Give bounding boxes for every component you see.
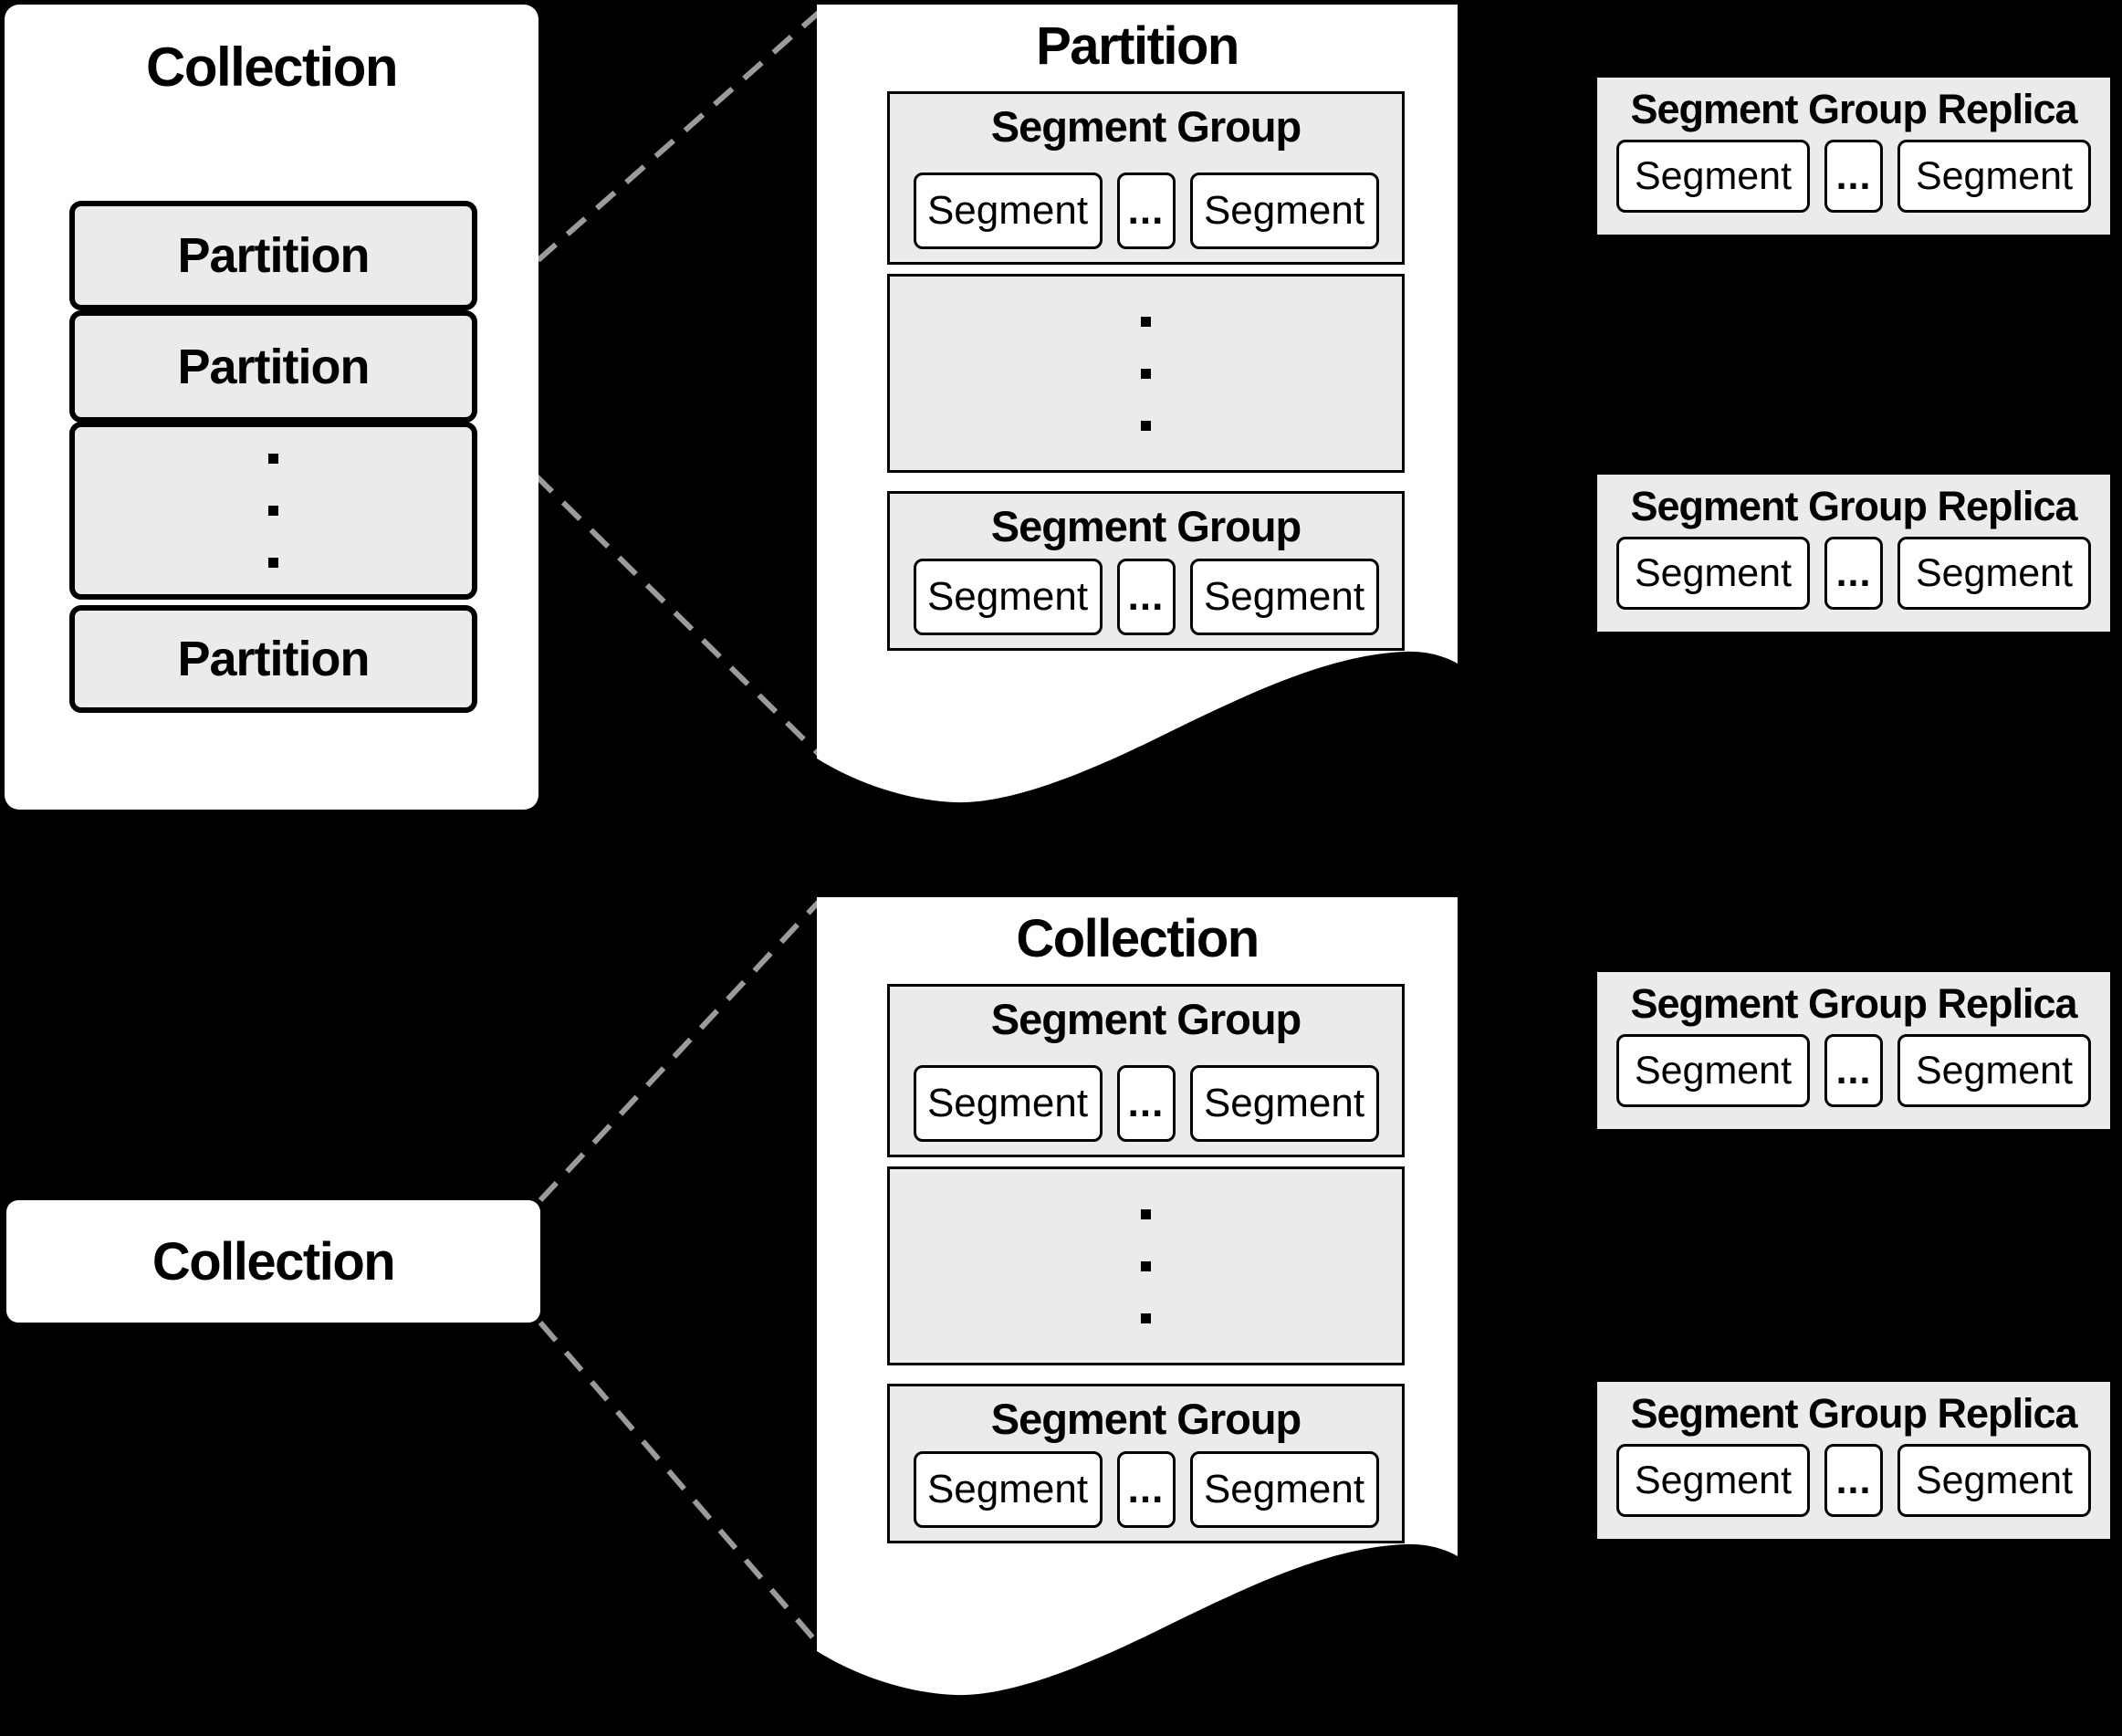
segment-box: Segment bbox=[1189, 559, 1379, 635]
partition-box-2: Partition bbox=[69, 310, 477, 423]
vertical-ellipsis-icon bbox=[268, 454, 278, 464]
collection-detail-panel: Collection Segment Group Segment ... Seg… bbox=[817, 897, 1458, 1700]
segment-box: Segment bbox=[1616, 537, 1810, 610]
replica-title: Segment Group Replica bbox=[1630, 1390, 2077, 1437]
segment-box: Segment bbox=[913, 173, 1103, 249]
segment-box: Segment bbox=[1189, 173, 1379, 249]
segment-box: Segment bbox=[1897, 140, 2091, 213]
segment-group-title: Segment Group bbox=[990, 502, 1302, 550]
vertical-ellipsis-icon bbox=[1141, 316, 1151, 327]
vertical-ellipsis-icon bbox=[1141, 420, 1151, 431]
segment-box: Segment bbox=[1616, 140, 1810, 213]
segment-row: Segment ... Segment bbox=[1597, 140, 2110, 213]
partition-box-3: Partition bbox=[69, 605, 477, 713]
segment-group-replica-box: Segment Group Replica Segment ... Segmen… bbox=[1597, 1382, 2110, 1539]
segment-ellipsis-box: ... bbox=[1116, 1451, 1176, 1528]
partition-detail-title: Partition bbox=[1036, 16, 1239, 76]
segment-group-replica-box: Segment Group Replica Segment ... Segmen… bbox=[1597, 475, 2110, 632]
segment-group-title: Segment Group bbox=[990, 1395, 1302, 1443]
segment-row: Segment ... Segment bbox=[890, 559, 1402, 635]
segment-group-ellipsis-box bbox=[887, 1166, 1405, 1365]
segment-group-title: Segment Group bbox=[990, 102, 1302, 151]
vertical-ellipsis-icon bbox=[1141, 368, 1151, 379]
collection-overview-title: Collection bbox=[145, 37, 399, 98]
replica-title: Segment Group Replica bbox=[1630, 86, 2077, 132]
segment-row: Segment ... Segment bbox=[890, 173, 1402, 249]
segment-group-box: Segment Group Segment ... Segment bbox=[887, 984, 1405, 1157]
vertical-ellipsis-icon bbox=[1141, 1260, 1151, 1271]
segment-group-title: Segment Group bbox=[990, 995, 1302, 1043]
segment-ellipsis-box: ... bbox=[1116, 173, 1176, 249]
segment-box: Segment bbox=[1897, 537, 2091, 610]
replica-title: Segment Group Replica bbox=[1630, 483, 2077, 529]
segment-row: Segment ... Segment bbox=[1597, 1034, 2110, 1107]
collection-overview-card: Collection Partition Partition Partition bbox=[5, 5, 538, 810]
segment-row: Segment ... Segment bbox=[890, 1451, 1402, 1528]
collection-label-card: Collection bbox=[6, 1200, 540, 1323]
dashed-connector-collection-top bbox=[538, 897, 823, 1203]
segment-box: Segment bbox=[913, 559, 1103, 635]
segment-box: Segment bbox=[913, 1065, 1103, 1142]
vertical-ellipsis-icon bbox=[1141, 1312, 1151, 1323]
segment-group-ellipsis-box bbox=[887, 274, 1405, 473]
segment-group-box: Segment Group Segment ... Segment bbox=[887, 491, 1405, 651]
replica-title: Segment Group Replica bbox=[1630, 980, 2077, 1027]
vertical-ellipsis-icon bbox=[1141, 1208, 1151, 1219]
segment-ellipsis-box: ... bbox=[1824, 537, 1883, 610]
vertical-ellipsis-icon bbox=[268, 506, 278, 516]
segment-ellipsis-box: ... bbox=[1824, 140, 1883, 213]
segment-ellipsis-box: ... bbox=[1824, 1034, 1883, 1107]
collection-detail-title: Collection bbox=[1016, 909, 1260, 968]
segment-box: Segment bbox=[1897, 1034, 2091, 1107]
segment-box: Segment bbox=[1189, 1451, 1379, 1528]
partition-box-1: Partition bbox=[69, 201, 477, 310]
partition-detail-panel: Partition Segment Group Segment ... Segm… bbox=[817, 5, 1458, 808]
segment-ellipsis-box: ... bbox=[1116, 559, 1176, 635]
segment-ellipsis-box: ... bbox=[1116, 1065, 1176, 1142]
segment-group-replica-box: Segment Group Replica Segment ... Segmen… bbox=[1597, 972, 2110, 1129]
segment-box: Segment bbox=[913, 1451, 1103, 1528]
partition-ellipsis-box bbox=[69, 422, 477, 600]
segment-group-box: Segment Group Segment ... Segment bbox=[887, 91, 1405, 265]
segment-box: Segment bbox=[1189, 1065, 1379, 1142]
segment-box: Segment bbox=[1616, 1034, 1810, 1107]
vertical-ellipsis-icon bbox=[268, 558, 278, 568]
segment-box: Segment bbox=[1897, 1444, 2091, 1517]
segment-group-replica-box: Segment Group Replica Segment ... Segmen… bbox=[1597, 78, 2110, 235]
segment-box: Segment bbox=[1616, 1444, 1810, 1517]
segment-row: Segment ... Segment bbox=[1597, 1444, 2110, 1517]
segment-ellipsis-box: ... bbox=[1824, 1444, 1883, 1517]
segment-row: Segment ... Segment bbox=[890, 1065, 1402, 1142]
segment-group-box: Segment Group Segment ... Segment bbox=[887, 1384, 1405, 1543]
dashed-connector-collection-bottom bbox=[538, 1321, 823, 1648]
segment-row: Segment ... Segment bbox=[1597, 537, 2110, 610]
